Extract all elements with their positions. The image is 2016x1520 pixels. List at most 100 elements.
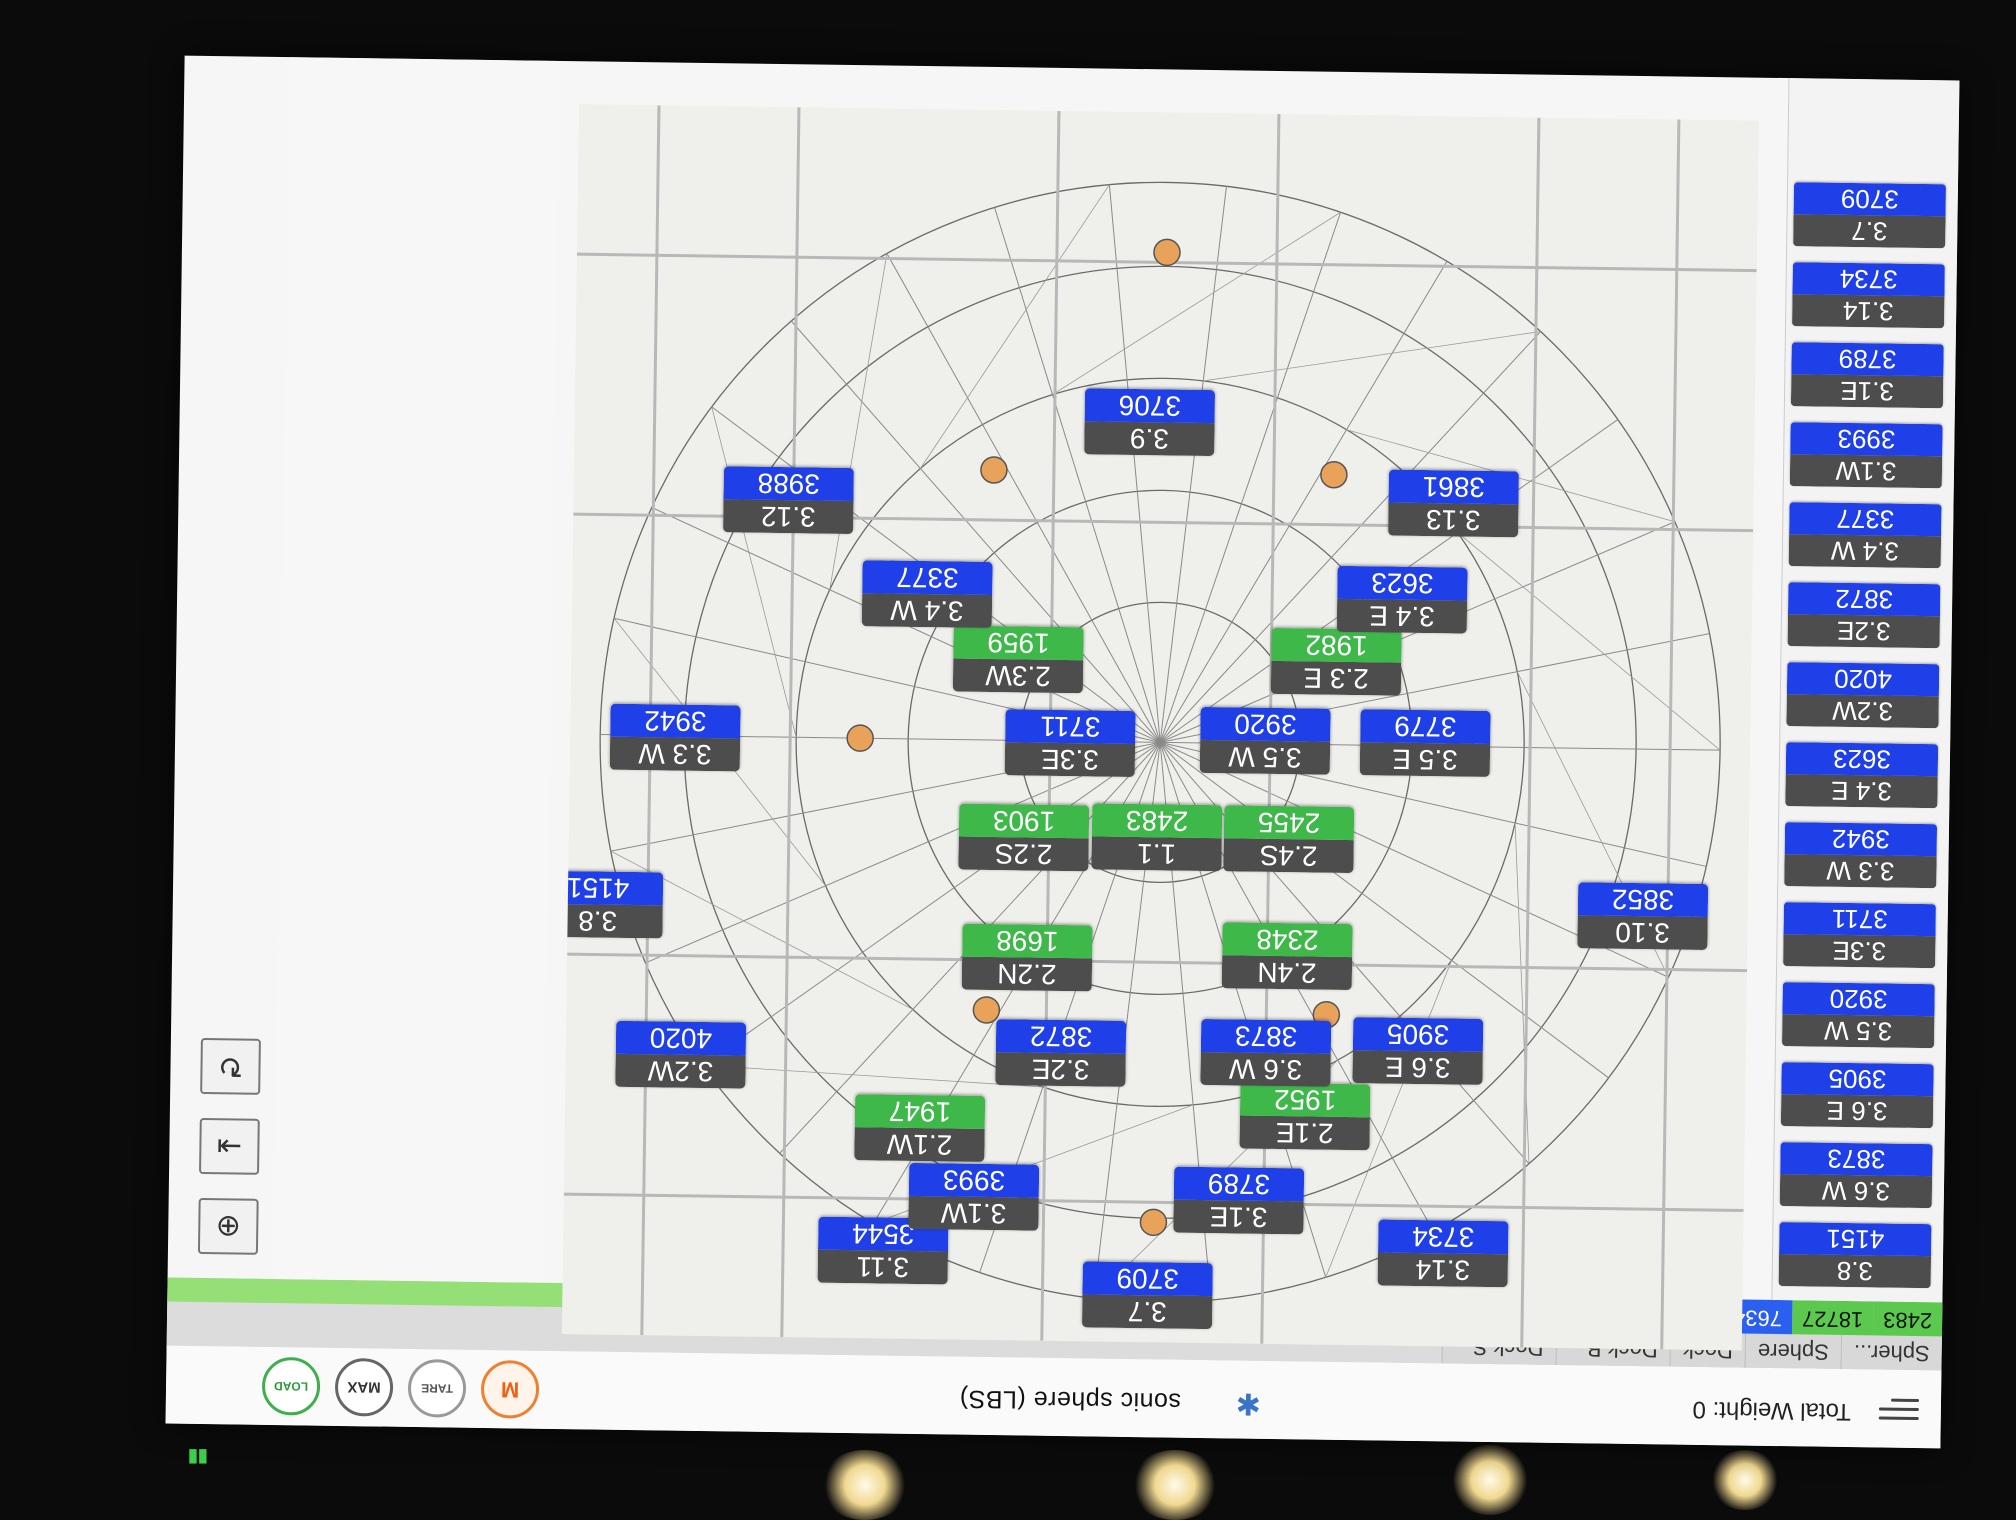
list-item-value: 3734 (1792, 262, 1945, 297)
node-value: 3920 (1200, 706, 1331, 742)
list-item-value: 3873 (1780, 1142, 1933, 1177)
page-title: sonic sphere (LBS) (959, 1384, 1182, 1416)
drawing-line (1325, 960, 1452, 1278)
menu-icon[interactable] (1878, 1393, 1920, 1426)
list-item-value: 3377 (1789, 502, 1942, 537)
node-value: 3993 (908, 1162, 1040, 1198)
node-value: 3852 (1577, 882, 1709, 918)
node-label: 3.3E (1004, 742, 1136, 778)
list-item-value: 3905 (1781, 1062, 1934, 1097)
node-label: 3.10 (1577, 915, 1708, 951)
tool-column: ⊕ ⇥ ↻ (196, 1014, 261, 1255)
bluetooth-icon[interactable]: ✱ (1235, 1386, 1262, 1420)
node-label: 3.11 (817, 1249, 949, 1285)
node-value: 3942 (610, 703, 741, 739)
drawing-line (846, 724, 874, 752)
drawing-line (1203, 331, 1541, 382)
rotate-icon[interactable]: ↻ (200, 1037, 261, 1095)
node-value: 3706 (1084, 388, 1216, 424)
list-item-label: 3.6 E (1780, 1094, 1934, 1129)
drawing-line (1139, 1208, 1168, 1237)
exit-icon[interactable]: ⇥ (199, 1117, 260, 1175)
node-label: 2.1W (854, 1127, 985, 1162)
list-item-label: 3.8 (1778, 1254, 1932, 1289)
node-value: 4151 (561, 870, 664, 906)
node-value: 2483 (1091, 803, 1223, 839)
list-item-value: 3993 (1790, 422, 1943, 457)
list-item-value: 4151 (1779, 1222, 1932, 1257)
node-value: 3905 (1352, 1017, 1484, 1052)
node-value: 3873 (1200, 1018, 1332, 1054)
ceiling-light (1710, 1450, 1780, 1510)
max-button[interactable]: MAX (334, 1357, 394, 1417)
tare-button[interactable]: TARE (407, 1358, 467, 1418)
drawing-line (1520, 117, 1541, 1348)
node-label: 3.9 (1084, 421, 1215, 457)
drawing-line (1159, 186, 1227, 743)
tab-sphere[interactable]: Sphere (1744, 1333, 1842, 1369)
crosshair-icon[interactable]: ⊕ (197, 1197, 259, 1255)
drawing-line (920, 184, 1110, 469)
node-label: 3.5 E (1359, 742, 1491, 777)
drawing-line (1108, 184, 1161, 743)
app-logo-icon[interactable]: M (480, 1359, 540, 1419)
list-item-value: 3711 (1783, 902, 1936, 937)
ceiling-light (1130, 1450, 1220, 1520)
drawing-line (1159, 331, 1541, 743)
node-value: 3734 (1378, 1219, 1509, 1255)
node-label: 3.1W (908, 1195, 1039, 1231)
drawing-line (711, 406, 797, 738)
node-label: 3.13 (1388, 502, 1519, 538)
dome-drawing (563, 105, 1757, 1350)
tab-sphere-short[interactable]: Spher... (1840, 1334, 1942, 1371)
node-value: 3789 (1173, 1166, 1305, 1202)
drawing-line (886, 253, 1161, 743)
load-button[interactable]: LOAD (261, 1356, 321, 1416)
node-label: 3.6 W (1200, 1051, 1331, 1087)
node-label: 2.1E (1239, 1115, 1370, 1151)
drawing-line (645, 741, 1161, 964)
